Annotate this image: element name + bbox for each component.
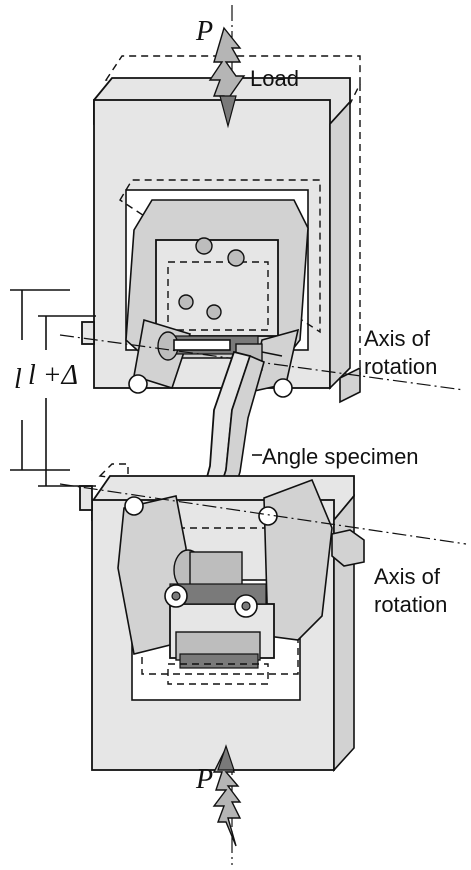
bolt-icon <box>227 249 245 267</box>
lower-rotation-axis <box>59 483 467 545</box>
load-arrow-bottom <box>212 744 242 847</box>
dimension-l-label: l <box>14 364 22 395</box>
axis-of-rotation-label-bottom-line2: rotation <box>374 592 447 617</box>
axis-of-rotation-label-bottom-line1: Axis of <box>374 564 441 589</box>
axis-of-rotation-label-top-line2: rotation <box>364 354 437 379</box>
angle-specimen-label: Angle specimen <box>262 444 419 469</box>
dimension-l-plus-delta <box>38 315 96 487</box>
load-arrow-top <box>208 26 246 129</box>
load-symbol-bottom: P <box>195 764 213 795</box>
load-symbol-top: P <box>195 16 213 47</box>
load-label: Load <box>250 66 299 91</box>
bolt-icon <box>206 304 222 320</box>
lower-grip-block <box>79 478 365 685</box>
upper-grip-block <box>81 199 361 404</box>
axis-of-rotation-label-top-line1: Axis of <box>364 326 431 351</box>
bolt-icon <box>195 237 213 255</box>
dimension-l-plus-delta-label: l +Δ <box>28 360 78 391</box>
dimension-l <box>10 289 70 471</box>
bolt-icon <box>178 294 194 310</box>
